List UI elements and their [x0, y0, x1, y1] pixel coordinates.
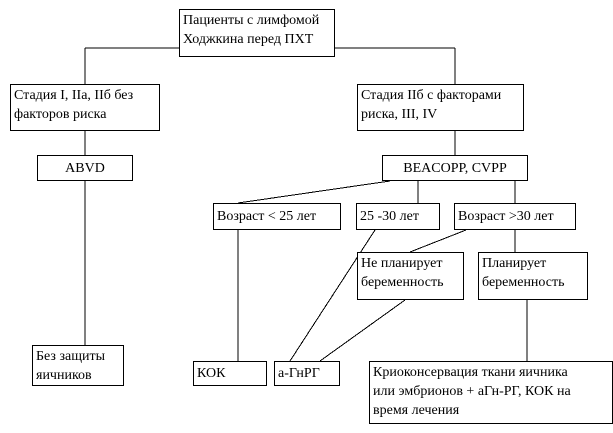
node-agnrg: а-ГнРГ [274, 361, 340, 386]
edge-no-pregnancy-to-agnrg [319, 299, 406, 362]
node-age-25-30: 25 -30 лет [356, 203, 440, 230]
node-root: Пациенты с лимфомой Ходжкина перед ПХТ [179, 9, 335, 57]
edge-gt30-to-no-pregnancy [409, 229, 467, 253]
node-age-lt25: Возраст < 25 лет [213, 203, 341, 230]
edge-beacopp-left [237, 180, 391, 204]
node-cryo: Криоконсервация ткани яичника или эмбрио… [369, 361, 613, 424]
node-beacopp: BEACOPP, CVPP [382, 155, 528, 181]
node-stage-early: Стадия I, IIa, IIб без факторов риска [10, 84, 160, 131]
node-stage-late: Стадия IIб с факторами риска, III, IV [357, 84, 524, 131]
node-pregnancy: Планирует беременность [478, 252, 588, 300]
node-no-protection: Без защиты яичников [32, 345, 124, 386]
node-age-gt30: Возраст >30 лет [454, 203, 576, 230]
node-no-pregnancy: Не планирует беременность [357, 252, 464, 300]
node-abvd: ABVD [37, 155, 133, 181]
node-kok: КОК [193, 361, 267, 386]
edge-25-30-to-agnrg [289, 229, 376, 362]
